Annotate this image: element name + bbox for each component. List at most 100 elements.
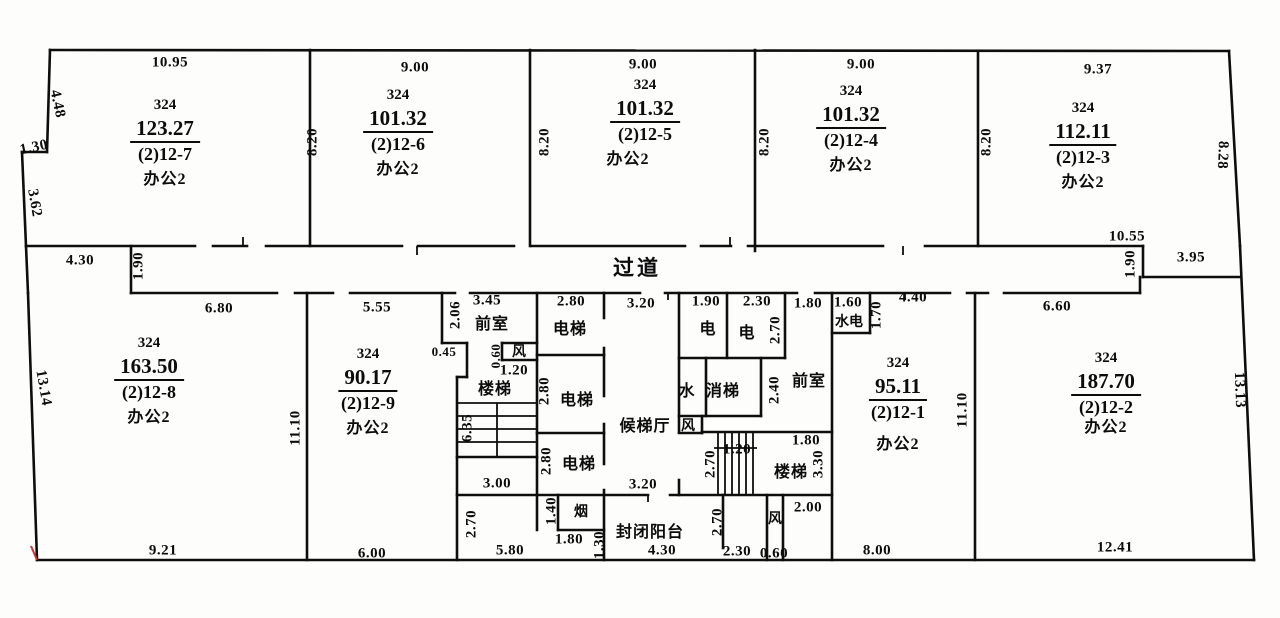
unit-12-8-use: 办公2 <box>127 409 171 426</box>
dim-hall-0: 3.20 <box>626 295 656 312</box>
room-vent-2: 风 <box>681 419 695 434</box>
unit-12-9-code: (2)12-9 <box>341 393 395 413</box>
room-stairs-left: 楼梯 <box>477 381 513 398</box>
dim-bottom-0: 9.21 <box>148 542 178 559</box>
unit-12-6-code: (2)12-6 <box>371 134 425 154</box>
dim-coreleft-2: 0.45 <box>431 344 457 359</box>
room-electrical-2: 电 <box>738 325 756 342</box>
dim-coreright-7: 1.80 <box>791 432 821 449</box>
room-fire-elevator: 消梯 <box>705 383 741 400</box>
unit-12-4-code: (2)12-4 <box>824 130 878 150</box>
dim-coreleft-4: 1.20 <box>499 362 529 379</box>
unit-12-5-use: 办公2 <box>606 151 650 168</box>
unit-12-9-area: 90.17 <box>338 365 398 392</box>
room-elevator-3: 电梯 <box>561 456 597 473</box>
dim-bottom-4: 2.30 <box>722 543 752 560</box>
room-vent-1: 风 <box>512 345 526 360</box>
dim-bottom-1: 6.00 <box>357 545 387 562</box>
room-stairs-right: 楼梯 <box>773 464 809 481</box>
dim-coreleft-5: 6.35 <box>459 413 476 443</box>
dim-bottom-6: 8.00 <box>862 542 892 559</box>
unit-12-2-code: (2)12-2 <box>1079 397 1133 417</box>
unit-12-7-use: 办公2 <box>143 171 187 188</box>
dim-height-1: 8.20 <box>536 127 553 157</box>
dim-elev-5: 1.30 <box>591 530 608 560</box>
unit-12-3-area: 112.11 <box>1049 119 1117 146</box>
unit-12-3-code: (2)12-3 <box>1056 147 1110 167</box>
room-smoke: 烟 <box>574 505 588 520</box>
dim-height-4: 8.28 <box>1214 140 1231 170</box>
dim-corridor-5: 1.90 <box>1122 249 1139 279</box>
unit-12-6-area: 101.32 <box>363 106 433 133</box>
room-elevator-2: 电梯 <box>559 392 595 409</box>
dim-bottom-3: 4.30 <box>647 542 677 559</box>
dim-height-3: 8.20 <box>978 127 995 157</box>
dim-coreright-0: 1.90 <box>691 293 721 310</box>
dim-coreright-4: 2.40 <box>766 375 783 405</box>
unit-12-7-code: (2)12-7 <box>138 144 192 164</box>
dim-elev-1: 2.80 <box>536 376 553 406</box>
dim-coreright-5: 1.20 <box>722 441 752 458</box>
unit-12-7: 324 123.27 (2)12-7 办公2 <box>130 98 200 188</box>
unit-12-2-area: 187.70 <box>1071 369 1141 396</box>
room-enclosed-balcony: 封闭阳台 <box>615 524 685 541</box>
dim-elev-4: 1.80 <box>554 531 584 548</box>
dim-corridor-4: 10.55 <box>1108 228 1146 245</box>
dim-corridor-3: 5.55 <box>362 299 392 316</box>
room-elevator-hall: 候梯厅 <box>619 418 671 435</box>
unit-12-8-area: 163.50 <box>114 354 184 381</box>
dim-coreright-3: 1.80 <box>793 295 823 312</box>
unit-12-3: 324 112.11 (2)12-3 办公2 <box>1049 100 1117 191</box>
unit-12-1-use: 办公2 <box>876 436 920 453</box>
dim-divider-0: 11.10 <box>287 410 304 446</box>
dim-top-4: 9.37 <box>1083 61 1113 78</box>
room-water-electric: 水电 <box>835 315 863 330</box>
dim-elev-3: 1.40 <box>543 496 560 526</box>
dim-coreleft-0: 3.45 <box>472 292 502 309</box>
unit-12-6-lot: 324 <box>386 87 410 103</box>
unit-12-4: 324 101.32 (2)12-4 办公2 <box>816 84 886 174</box>
dim-corridor-6: 3.95 <box>1176 249 1206 266</box>
unit-12-5-lot: 324 <box>633 77 657 93</box>
unit-12-6-use: 办公2 <box>376 161 420 178</box>
dim-utility-0: 1.60 <box>833 294 863 311</box>
corridor-label: 过道 <box>613 256 661 280</box>
room-anteroom-right: 前室 <box>791 373 827 390</box>
dim-coreright-10: 2.00 <box>793 499 823 516</box>
dim-top-1: 9.00 <box>400 59 430 76</box>
room-elevator-1: 电梯 <box>552 321 588 338</box>
dim-height-2: 8.20 <box>756 127 773 157</box>
room-electrical-1: 电 <box>699 321 717 338</box>
dim-divider-1: 11.10 <box>954 392 971 428</box>
dim-elev-0: 2.80 <box>556 293 586 310</box>
dim-coreright-9: 2.70 <box>709 507 726 537</box>
unit-12-1-lot: 324 <box>886 355 910 371</box>
room-anteroom-left: 前室 <box>474 316 510 333</box>
dim-corridor-2: 6.80 <box>204 300 234 317</box>
unit-12-2-use: 办公2 <box>1084 419 1128 436</box>
dim-bottom-5: 0.60 <box>759 545 789 562</box>
room-water: 水 <box>678 383 696 400</box>
unit-12-1-area: 95.11 <box>868 374 928 401</box>
dim-right-0: 13.13 <box>1230 371 1249 409</box>
unit-12-7-area: 123.27 <box>130 116 200 143</box>
unit-12-6: 324 101.32 (2)12-6 办公2 <box>363 88 433 178</box>
unit-12-2-lot: 324 <box>1094 350 1118 366</box>
unit-12-1-code: (2)12-1 <box>871 402 925 422</box>
dim-utility-1: 1.70 <box>868 300 885 330</box>
dim-coreright-2: 2.70 <box>767 315 784 345</box>
dim-height-0: 8.20 <box>304 127 321 157</box>
unit-12-1: 324 95.11 (2)12-1 办公2 <box>868 355 928 453</box>
unit-12-4-area: 101.32 <box>816 102 886 129</box>
dim-bottom-2: 5.80 <box>495 542 525 559</box>
unit-12-4-lot: 324 <box>839 83 863 99</box>
dim-coreright-6: 2.70 <box>702 449 719 479</box>
dim-utility-3: 6.60 <box>1042 298 1072 315</box>
unit-12-3-lot: 324 <box>1071 100 1095 116</box>
dim-coreleft-6: 3.00 <box>482 475 512 492</box>
dim-coreright-1: 2.30 <box>742 293 772 310</box>
unit-12-9-use: 办公2 <box>346 420 390 437</box>
unit-12-5-code: (2)12-5 <box>618 124 672 144</box>
dim-hall-1: 3.20 <box>628 476 658 493</box>
unit-12-8-code: (2)12-8 <box>122 382 176 402</box>
